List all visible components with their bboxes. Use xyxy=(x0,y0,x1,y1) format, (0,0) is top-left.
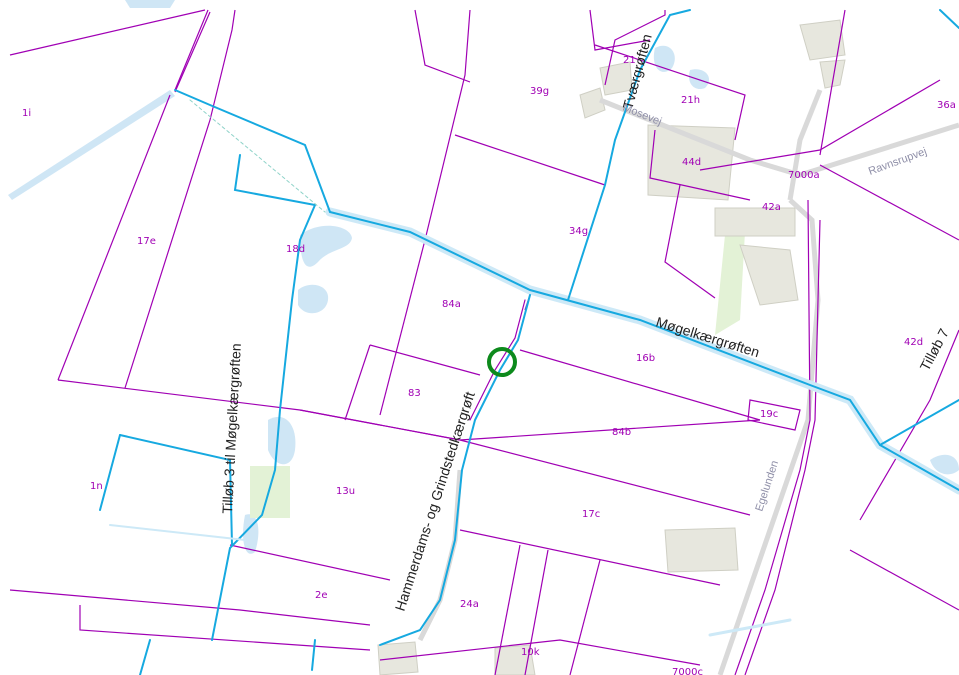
parcel-label: 36a xyxy=(937,100,956,111)
stream-label-mogelkaer: Møgelkærgrøften xyxy=(654,314,761,361)
circle-marker-icon[interactable] xyxy=(487,347,517,377)
parcel-label: 1n xyxy=(90,481,103,492)
watercourses xyxy=(99,9,959,675)
water-areas xyxy=(8,0,959,554)
parcel-label: 7000c xyxy=(672,667,703,675)
stream-label-tillob7: Tilløb 7 xyxy=(917,326,953,374)
parcel-label: 24a xyxy=(460,599,479,610)
parcel-boundaries xyxy=(9,9,959,675)
parcel-label: 34g xyxy=(569,226,588,237)
stream-label-hammerdams: Hammerdams- og Grindstedkærgrøft xyxy=(392,390,478,613)
parcel-label: 10k xyxy=(521,647,540,658)
stream-label-tillob3: Tilløb 3 til Møgelkærgrøften xyxy=(219,343,244,514)
parcel-label: 17e xyxy=(137,236,156,247)
parcel-label: 21 xyxy=(623,55,636,66)
watercourse-labels: Møgelkærgrøften Tilløb 3 til Møgelkærgrø… xyxy=(219,32,952,613)
road-label-mosevej: Mosevej xyxy=(621,102,663,128)
parcel-label: 42d xyxy=(904,337,923,348)
parcel-label: 39g xyxy=(530,86,549,97)
green-areas xyxy=(250,232,745,518)
parcel-label: 19c xyxy=(760,409,778,420)
parcel-label: 21h xyxy=(681,95,700,106)
parcel-label: 7000a xyxy=(788,170,820,181)
parcel-label: 2e xyxy=(315,590,328,601)
parcel-labels: 1i 17e 18d 39g 21h 44d 7000a 36a 42a 34g… xyxy=(22,55,956,675)
parcel-label: 17c xyxy=(582,509,600,520)
parcel-label: 84b xyxy=(612,427,631,438)
parcel-label: 16b xyxy=(636,353,655,364)
parcel-label: 83 xyxy=(408,388,421,399)
parcel-label: 84a xyxy=(442,299,461,310)
parcel-label: 18d xyxy=(286,244,305,255)
parcel-label: 13u xyxy=(336,486,355,497)
parcel-label: 1i xyxy=(22,108,31,119)
parcel-label: 44d xyxy=(682,157,701,168)
parcel-label: 42a xyxy=(762,202,781,213)
